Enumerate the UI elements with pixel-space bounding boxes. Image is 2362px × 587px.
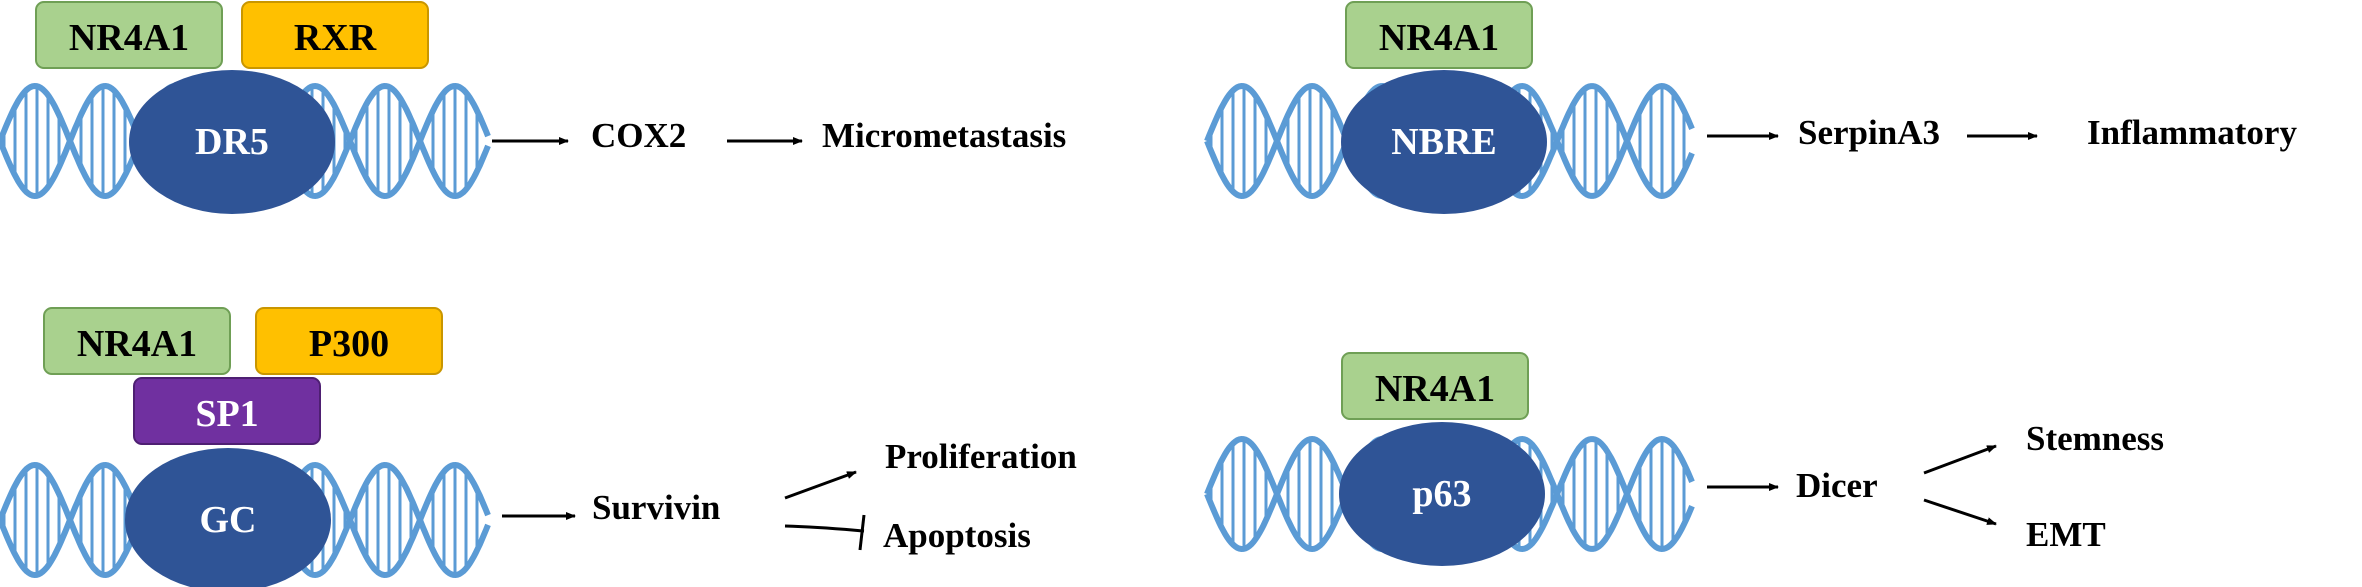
panel-nbre: NR4A1 NBRE SerpinA3 Inflammatory (1341, 1, 2297, 214)
apoptosis-label: Apoptosis (883, 516, 1031, 555)
gc-site (125, 448, 331, 587)
nbre-site (1341, 70, 1547, 214)
p300-label: P300 (309, 323, 389, 365)
panel-gc: NR4A1 P300 SP1 GC Survivin Proliferation… (43, 307, 1077, 587)
p300-box (255, 307, 443, 375)
dr5-label: DR5 (195, 121, 269, 163)
arrow-to-proliferation (784, 470, 857, 500)
serpina3-label: SerpinA3 (1798, 113, 1940, 152)
p63-site (1339, 422, 1545, 566)
nr4a1-box (1341, 352, 1529, 420)
nr4a1-label: NR4A1 (77, 323, 197, 365)
inflammatory-label: Inflammatory (2087, 113, 2297, 152)
panel-p63: NR4A1 p63 Dicer Stemness EMT (1339, 352, 2164, 566)
nr4a1-label: NR4A1 (1375, 368, 1495, 410)
cox2-label: COX2 (591, 116, 686, 155)
nr4a1-label: NR4A1 (69, 17, 189, 59)
panel-dr5: NR4A1 RXR DR5 COX2 Micrometastasis (35, 1, 1066, 214)
inhibition-bar (858, 514, 866, 551)
sp1-label: SP1 (195, 393, 258, 435)
dicer-label: Dicer (1796, 466, 1878, 505)
survivin-label: Survivin (592, 488, 720, 527)
micrometastasis-label: Micrometastasis (822, 116, 1066, 155)
emt-label: EMT (2026, 515, 2106, 554)
arrow-to-emt (1923, 498, 1997, 526)
nr4a1-box (1345, 1, 1533, 69)
stemness-label: Stemness (2026, 419, 2164, 458)
rxr-box (241, 1, 429, 69)
nbre-label: NBRE (1391, 121, 1497, 163)
dr5-site (129, 70, 335, 214)
proliferation-label: Proliferation (885, 437, 1077, 476)
arrow-to-stemness (1923, 444, 1997, 475)
gc-label: GC (200, 499, 257, 541)
p63-label: p63 (1412, 473, 1471, 515)
nr4a1-box (35, 1, 223, 69)
sp1-box (133, 377, 321, 445)
nr4a1-box (43, 307, 231, 375)
inhibition-to-apoptosis (784, 524, 865, 533)
rxr-label: RXR (294, 17, 377, 59)
nr4a1-label: NR4A1 (1379, 17, 1499, 59)
